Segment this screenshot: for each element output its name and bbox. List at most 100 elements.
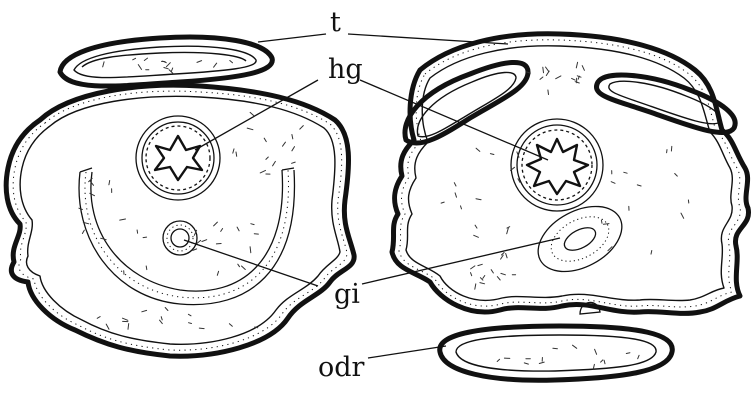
stipple-mark	[576, 62, 577, 68]
stipple-mark	[491, 270, 493, 273]
stipple-mark	[540, 77, 543, 79]
stipple-mark	[137, 230, 138, 233]
stipple-mark	[476, 148, 480, 151]
stipple-mark	[109, 181, 110, 185]
stipple-mark	[214, 222, 218, 226]
stipple-mark	[97, 317, 100, 319]
stipple-mark	[490, 154, 494, 155]
stipple-mark	[273, 161, 276, 165]
stipple-mark	[476, 199, 481, 200]
stipple-mark	[539, 362, 544, 363]
stipple-mark	[247, 128, 253, 130]
right-left-plate	[405, 62, 528, 143]
stipple-mark	[160, 320, 163, 324]
stipple-mark	[237, 227, 239, 231]
stipple-mark	[230, 61, 233, 63]
left-star-lumen	[155, 136, 202, 180]
label-hg: hg	[328, 54, 363, 85]
stipple-mark	[199, 328, 204, 329]
stipple-mark	[501, 273, 506, 274]
stipple-mark	[675, 174, 678, 177]
label-odr: odr	[318, 352, 365, 383]
stipple-mark	[236, 152, 237, 156]
right-bottom-plate	[440, 326, 673, 380]
stipple-mark	[250, 112, 254, 116]
stipple-mark	[251, 224, 254, 225]
stipple-mark	[638, 355, 639, 358]
stipple-mark	[506, 254, 507, 258]
stipple-mark	[300, 126, 304, 130]
stipple-mark	[546, 71, 549, 75]
stipple-mark	[233, 149, 234, 153]
stipple-mark	[582, 66, 584, 71]
stipple-mark	[575, 82, 579, 83]
stipple-mark	[133, 58, 136, 60]
stipple-mark	[478, 264, 482, 265]
stipple-mark	[161, 317, 162, 320]
stipple-mark	[637, 185, 641, 186]
cell-stipple	[79, 58, 689, 369]
stipple-mark	[120, 219, 126, 220]
stipple-mark	[593, 364, 594, 369]
stipple-mark	[128, 324, 129, 330]
stipple-mark	[144, 58, 147, 60]
stipple-mark	[611, 182, 615, 184]
stipple-mark	[572, 78, 576, 80]
right-gut-oval	[527, 193, 633, 285]
stipple-mark	[202, 240, 207, 242]
right-star-lumen	[527, 139, 588, 194]
stipple-mark	[142, 310, 147, 311]
stipple-mark	[475, 225, 477, 228]
stipple-mark	[292, 147, 295, 151]
stipple-mark	[217, 271, 218, 275]
stipple-mark	[497, 359, 499, 361]
stipple-mark	[624, 172, 627, 173]
stipple-mark	[507, 228, 509, 234]
stipple-mark	[573, 345, 577, 348]
stipple-mark	[441, 202, 444, 203]
stipple-mark	[214, 63, 217, 67]
label-t: t	[330, 7, 341, 38]
stipple-mark	[577, 76, 581, 77]
stipple-mark	[475, 284, 476, 289]
stipple-mark	[681, 213, 684, 218]
stipple-mark	[250, 247, 251, 253]
stipple-mark	[501, 255, 504, 259]
stipple-mark	[242, 266, 246, 270]
stipple-mark	[264, 138, 266, 141]
stipple-mark	[172, 68, 173, 71]
label-gi: gi	[334, 279, 360, 310]
stipple-mark	[260, 170, 265, 173]
stipple-mark	[651, 251, 652, 255]
stipple-mark	[106, 324, 109, 329]
stipple-mark	[601, 360, 603, 362]
stipple-mark	[266, 157, 268, 159]
stipple-mark	[164, 68, 168, 69]
stipple-mark	[474, 235, 479, 237]
stipple-mark	[138, 65, 141, 70]
stipple-mark	[626, 353, 630, 354]
stipple-mark	[188, 314, 191, 316]
stipple-mark	[454, 183, 456, 186]
stipple-mark	[471, 273, 472, 276]
stipple-mark	[123, 318, 128, 320]
stipple-mark	[165, 308, 168, 311]
stipple-mark	[603, 224, 609, 225]
left-section	[6, 37, 354, 356]
stipple-mark	[283, 142, 286, 146]
stipple-mark	[292, 162, 296, 163]
stipple-mark	[197, 61, 202, 63]
stipple-mark	[103, 62, 104, 67]
left-small-ring	[163, 221, 197, 255]
stipple-mark	[143, 237, 147, 238]
stipple-mark	[601, 220, 602, 223]
stipple-mark	[166, 63, 170, 67]
stipple-mark	[221, 229, 223, 232]
stipple-mark	[455, 193, 456, 197]
stipple-mark	[524, 363, 528, 364]
stipple-mark	[497, 277, 500, 280]
stipple-mark	[480, 283, 485, 284]
stipple-mark	[229, 324, 232, 327]
stipple-mark	[471, 266, 475, 269]
